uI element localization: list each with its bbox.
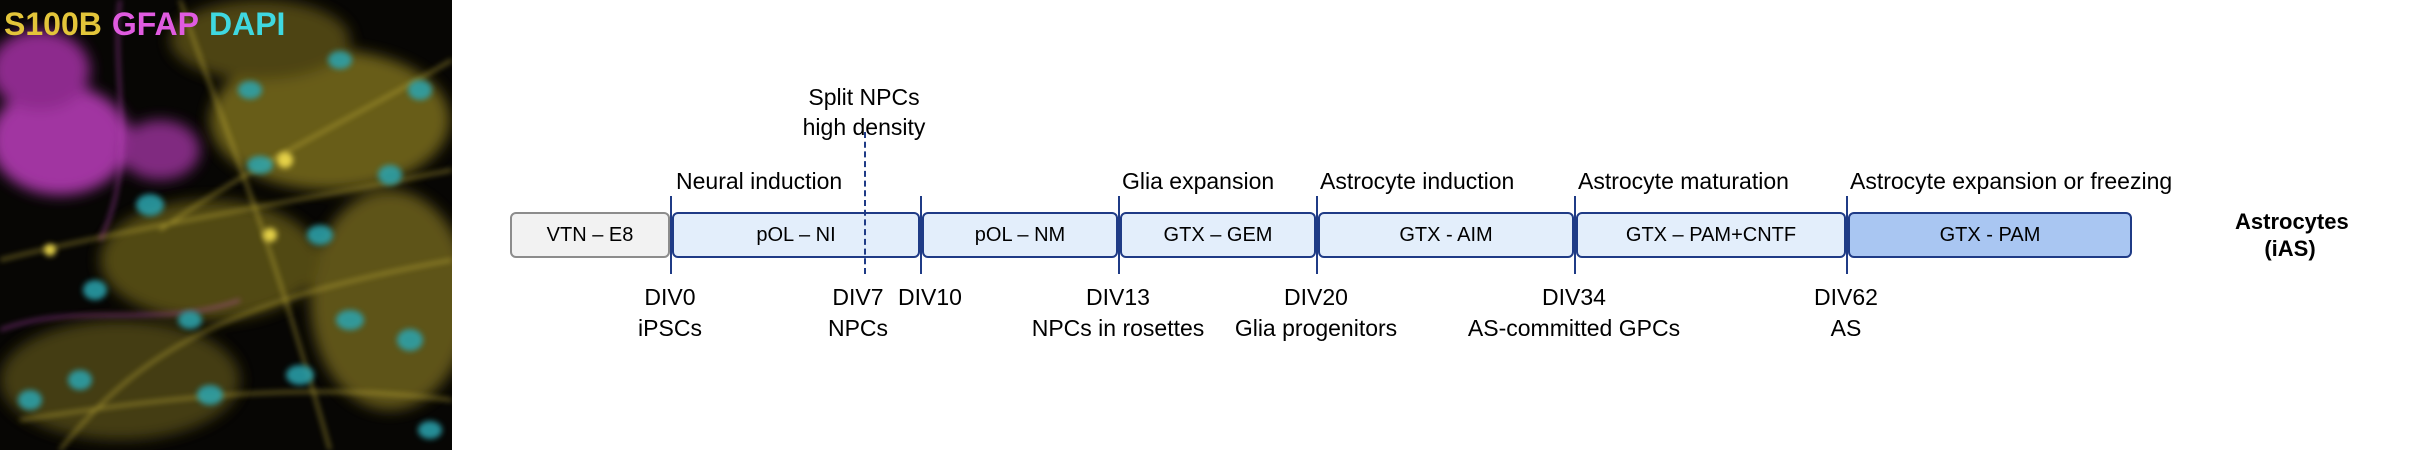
- split-note-line1: Split NPCs: [808, 84, 920, 110]
- day-label: DIV62: [1814, 284, 1878, 310]
- split-note-line2: high density: [802, 114, 926, 140]
- tick-div20: [1316, 196, 1318, 274]
- split-npcs-note: Split NPCs high density: [734, 82, 994, 142]
- day-label: DIV34: [1542, 284, 1606, 310]
- day-label: DIV7: [832, 284, 884, 310]
- timeline-box-gtx-aim: GTX - AIM: [1318, 212, 1574, 258]
- day-label: DIV0: [644, 284, 696, 310]
- stage-astrocyte-expansion: Astrocyte expansion or freezing: [1850, 168, 2173, 194]
- timeline-box-gtx-pam: GTX - PAM: [1848, 212, 2132, 258]
- day-label: DIV10: [898, 284, 962, 310]
- day-desc: Glia progenitors: [1234, 315, 1398, 341]
- day-label: DIV20: [1284, 284, 1348, 310]
- day-label-div34: DIV34 AS-committed GPCs: [1468, 282, 1680, 344]
- timeline-box-vtn-e8: VTN – E8: [510, 212, 670, 258]
- day-desc: NPCs: [827, 315, 889, 341]
- tick-div13: [1118, 196, 1120, 274]
- timeline-box-pol-nm: pOL – NM: [922, 212, 1118, 258]
- stain-label-dapi: DAPI: [208, 6, 286, 42]
- stain-label-gfap: GFAP: [111, 6, 199, 42]
- stage-glia-expansion: Glia expansion: [1122, 168, 1275, 194]
- timeline-box-pol-ni: pOL – NI: [672, 212, 920, 258]
- microscopy-artwork: [0, 0, 452, 450]
- astrocytes-end-label: Astrocytes (iAS): [2235, 208, 2349, 262]
- stain-label-s100b: S100B: [4, 6, 102, 42]
- day-label-div7: DIV7 NPCs: [828, 282, 888, 344]
- day-desc: AS-committed GPCs: [1467, 315, 1681, 341]
- day-label-div0: DIV0 iPSCs: [638, 282, 702, 344]
- end-label-line1: Astrocytes: [2235, 209, 2349, 234]
- day-desc: NPCs in rosettes: [1031, 315, 1205, 341]
- tick-div34: [1574, 196, 1576, 274]
- stage-astrocyte-induction: Astrocyte induction: [1320, 168, 1515, 194]
- stage-neural-induction: Neural induction: [676, 168, 843, 194]
- day-label-div13: DIV13 NPCs in rosettes: [1032, 282, 1205, 344]
- day-label: DIV13: [1086, 284, 1150, 310]
- day-label-div20: DIV20 Glia progenitors: [1235, 282, 1397, 344]
- tick-div0: [670, 196, 672, 274]
- day-desc: AS: [1830, 315, 1862, 341]
- day-label-div62: DIV62 AS: [1814, 282, 1878, 344]
- end-label-line2: (iAS): [2264, 236, 2316, 261]
- timeline-box-gtx-pam-cntf: GTX – PAM+CNTF: [1576, 212, 1846, 258]
- tick-div10: [920, 196, 922, 274]
- tick-div62: [1846, 196, 1848, 274]
- timeline-box-gtx-gem: GTX – GEM: [1120, 212, 1316, 258]
- tick-div7-split: [864, 132, 866, 274]
- day-label-div10: DIV10: [898, 282, 962, 313]
- stage-astrocyte-maturation: Astrocyte maturation: [1578, 168, 1789, 194]
- day-desc: iPSCs: [638, 315, 702, 341]
